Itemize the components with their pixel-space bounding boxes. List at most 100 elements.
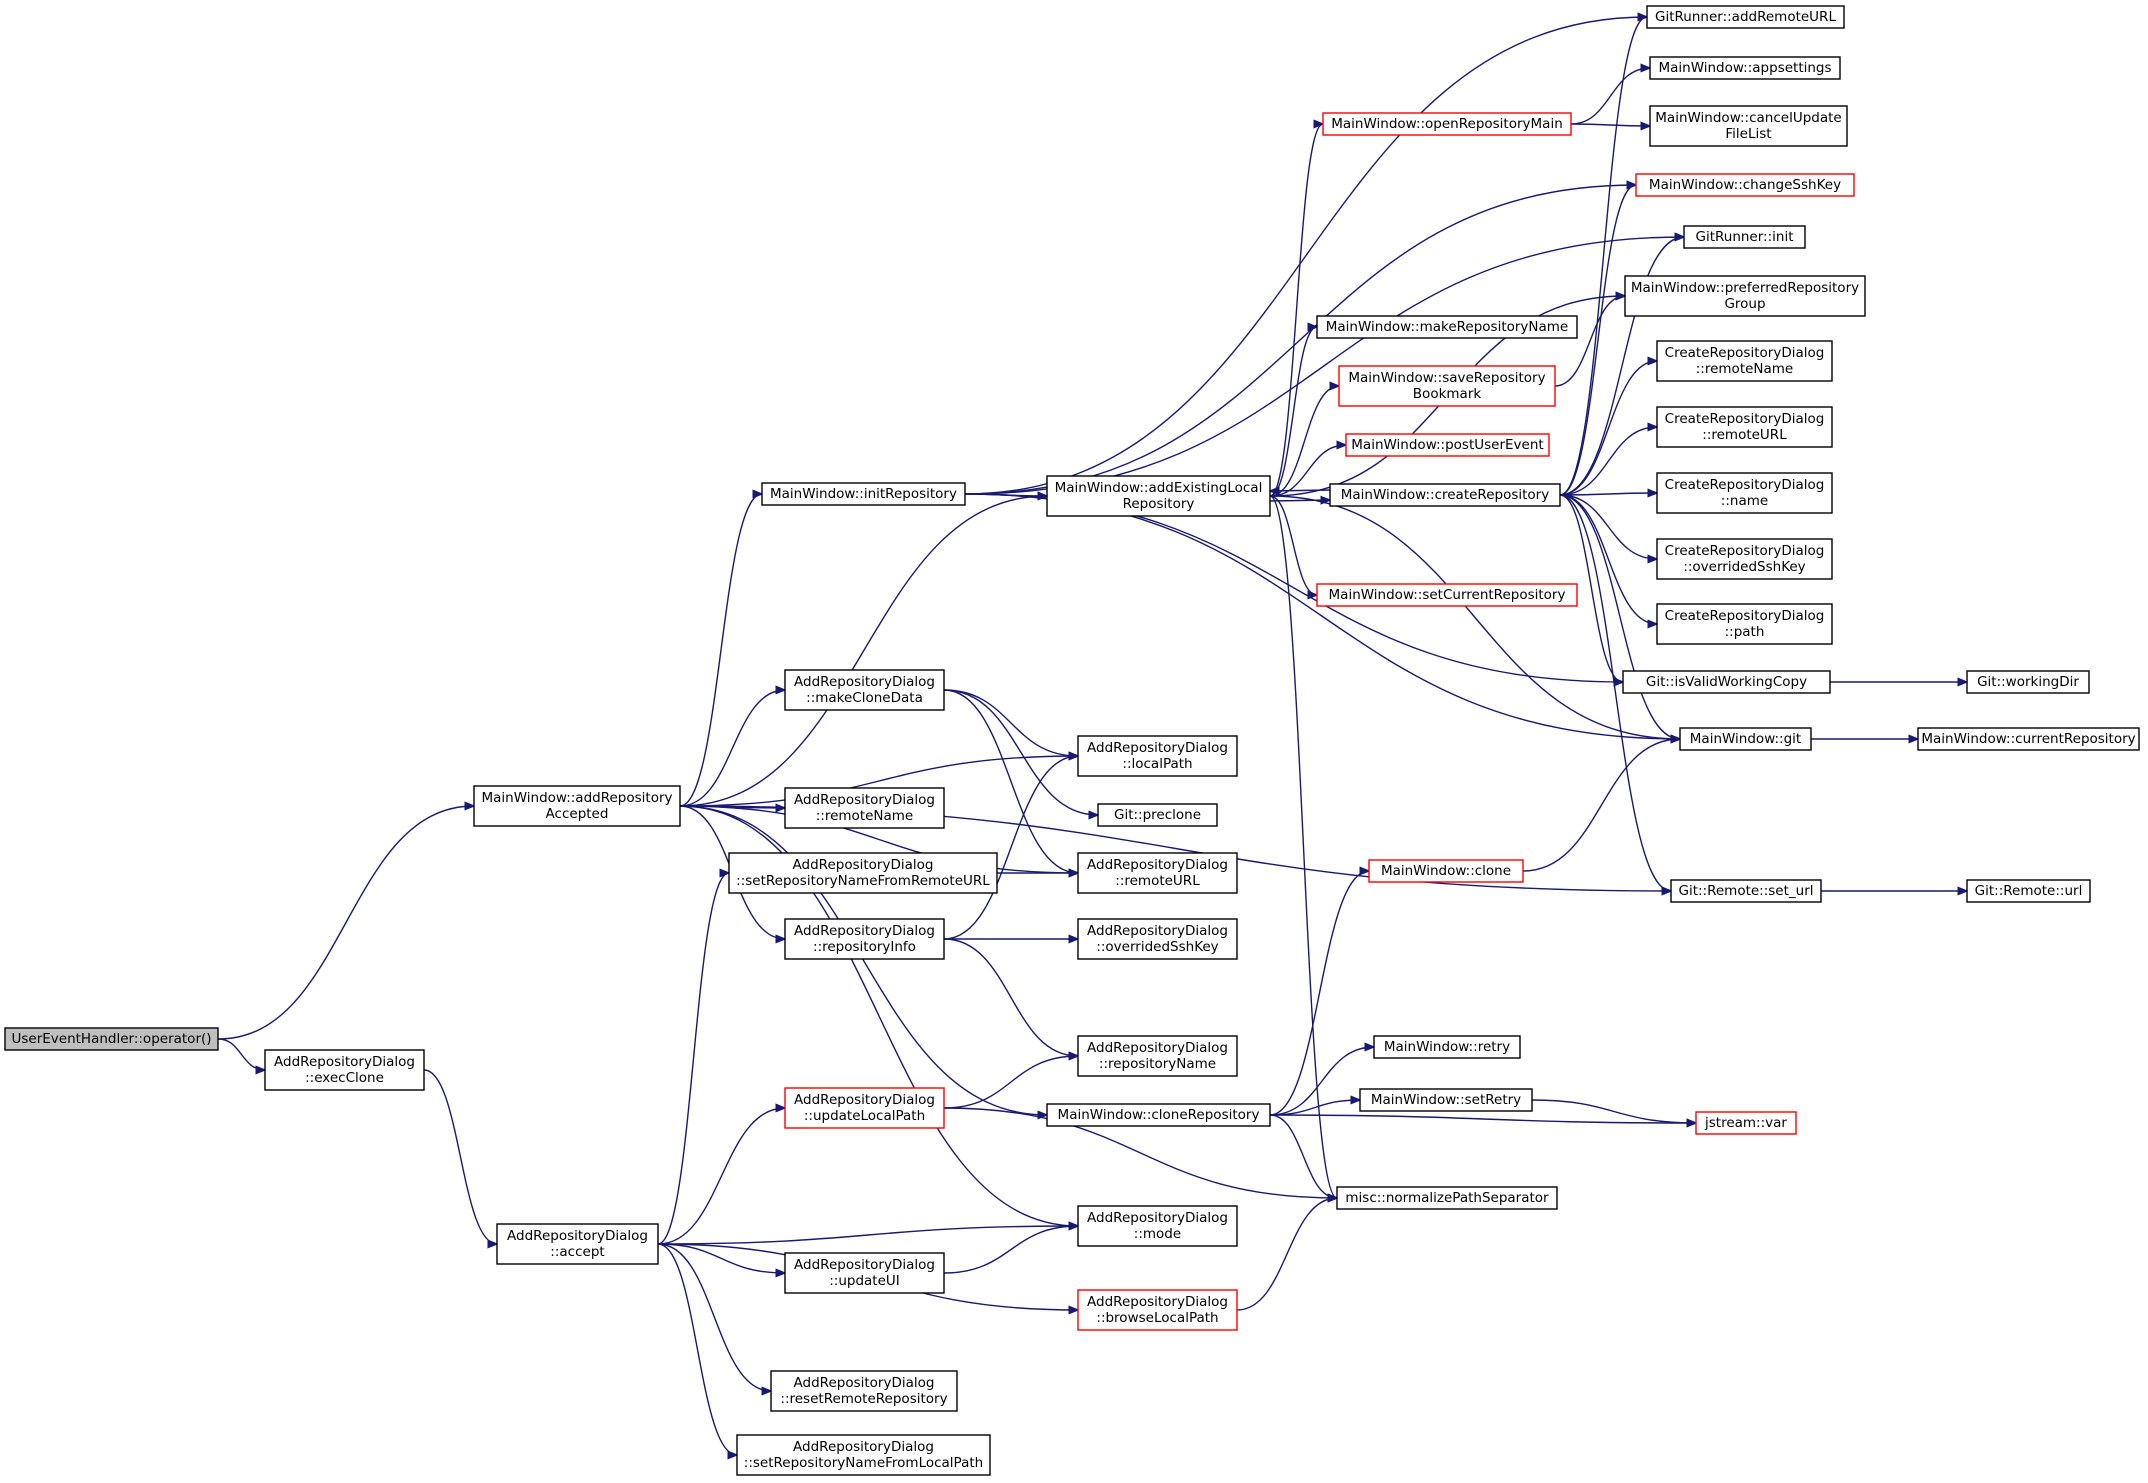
node-box[interactable] xyxy=(1316,315,1578,339)
node-dialog-overrided-ssh-key[interactable]: AddRepositoryDialog::overridedSshKey xyxy=(1077,918,1238,960)
node-post-user-event[interactable]: MainWindow::postUserEvent xyxy=(1345,433,1550,457)
node-box[interactable] xyxy=(1338,365,1556,407)
node-box[interactable] xyxy=(1046,1103,1271,1127)
node-box[interactable] xyxy=(1329,483,1561,507)
node-dialog-remote-url[interactable]: AddRepositoryDialog::remoteURL xyxy=(1077,852,1238,894)
node-box[interactable] xyxy=(1679,727,1812,751)
node-gitrunner-add-remote-url[interactable]: GitRunner::addRemoteURL xyxy=(1646,5,1845,29)
node-git-remote-set-url[interactable]: Git::Remote::set_url xyxy=(1670,879,1822,903)
node-box[interactable] xyxy=(1656,538,1833,580)
node-box[interactable] xyxy=(1077,1205,1238,1247)
node-create-dialog-overrided-ssh-key[interactable]: CreateRepositoryDialog::overridedSshKey xyxy=(1656,538,1833,580)
node-mainwindow-retry[interactable]: MainWindow::retry xyxy=(1373,1035,1521,1059)
node-box[interactable] xyxy=(1624,275,1866,317)
node-box[interactable] xyxy=(728,852,998,894)
node-box[interactable] xyxy=(1656,603,1833,645)
node-box[interactable] xyxy=(1695,1111,1797,1135)
node-create-dialog-remote-name[interactable]: CreateRepositoryDialog::remoteName xyxy=(1656,340,1833,382)
node-box[interactable] xyxy=(1077,1035,1238,1077)
node-box[interactable] xyxy=(1046,475,1271,517)
node-box[interactable] xyxy=(784,787,945,829)
node-box[interactable] xyxy=(784,1087,945,1129)
node-box[interactable] xyxy=(4,1027,219,1051)
node-create-repository[interactable]: MainWindow::createRepository xyxy=(1329,483,1561,507)
node-update-local-path[interactable]: AddRepositoryDialog::updateLocalPath xyxy=(784,1087,945,1129)
node-create-dialog-path[interactable]: CreateRepositoryDialog::path xyxy=(1656,603,1833,645)
node-box[interactable] xyxy=(1656,472,1833,514)
node-box[interactable] xyxy=(784,918,945,960)
node-current-repository[interactable]: MainWindow::currentRepository xyxy=(1917,727,2140,751)
node-update-ui[interactable]: AddRepositoryDialog::updateUI xyxy=(784,1252,945,1294)
node-box[interactable] xyxy=(1373,1035,1521,1059)
node-git-is-valid-working-copy[interactable]: Git::isValidWorkingCopy xyxy=(1622,670,1831,694)
node-reset-remote-repository[interactable]: AddRepositoryDialog::resetRemoteReposito… xyxy=(770,1370,958,1412)
node-box[interactable] xyxy=(1683,225,1806,249)
node-box[interactable] xyxy=(770,1370,958,1412)
node-git-remote-url[interactable]: Git::Remote::url xyxy=(1966,879,2091,903)
node-box[interactable] xyxy=(784,669,945,711)
node-box[interactable] xyxy=(1649,105,1848,147)
node-git-preclone[interactable]: Git::preclone xyxy=(1097,803,1218,827)
node-mainwindow-git[interactable]: MainWindow::git xyxy=(1679,727,1812,751)
node-box[interactable] xyxy=(1077,918,1238,960)
node-box[interactable] xyxy=(1622,670,1831,694)
node-git-working-dir[interactable]: Git::workingDir xyxy=(1966,670,2090,694)
node-box[interactable] xyxy=(1966,879,2091,903)
node-dialog-mode[interactable]: AddRepositoryDialog::mode xyxy=(1077,1205,1238,1247)
node-accept[interactable]: AddRepositoryDialog::accept xyxy=(496,1223,659,1265)
node-box[interactable] xyxy=(496,1223,659,1265)
node-mainwindow-appsettings[interactable]: MainWindow::appsettings xyxy=(1649,56,1841,80)
node-box[interactable] xyxy=(1336,1186,1558,1210)
node-box[interactable] xyxy=(1635,173,1855,197)
node-dialog-remote-name[interactable]: AddRepositoryDialog::remoteName xyxy=(784,787,945,829)
node-make-clone-data[interactable]: AddRepositoryDialog::makeCloneData xyxy=(784,669,945,711)
node-make-repository-name[interactable]: MainWindow::makeRepositoryName xyxy=(1316,315,1578,339)
node-gitrunner-init[interactable]: GitRunner::init xyxy=(1683,225,1806,249)
node-box[interactable] xyxy=(1649,56,1841,80)
node-box[interactable] xyxy=(761,482,966,506)
node-repository-info[interactable]: AddRepositoryDialog::repositoryInfo xyxy=(784,918,945,960)
node-mainwindow-set-retry[interactable]: MainWindow::setRetry xyxy=(1359,1088,1533,1112)
node-jstream-var[interactable]: jstream::var xyxy=(1695,1111,1797,1135)
node-change-ssh-key[interactable]: MainWindow::changeSshKey xyxy=(1635,173,1855,197)
node-set-repo-name-from-local-path[interactable]: AddRepositoryDialog::setRepositoryNameFr… xyxy=(736,1434,991,1476)
node-box[interactable] xyxy=(736,1434,991,1476)
node-mainwindow-clone[interactable]: MainWindow::clone xyxy=(1368,859,1524,883)
node-set-repo-name-from-remote-url[interactable]: AddRepositoryDialog::setRepositoryNameFr… xyxy=(728,852,998,894)
node-box[interactable] xyxy=(1368,859,1524,883)
node-create-dialog-name[interactable]: CreateRepositoryDialog::name xyxy=(1656,472,1833,514)
node-exec-clone[interactable]: AddRepositoryDialog::execClone xyxy=(264,1049,425,1091)
node-box[interactable] xyxy=(784,1252,945,1294)
node-dialog-repository-name[interactable]: AddRepositoryDialog::repositoryName xyxy=(1077,1035,1238,1077)
node-box[interactable] xyxy=(1077,852,1238,894)
node-clone-repository[interactable]: MainWindow::cloneRepository xyxy=(1046,1103,1271,1127)
node-set-current-repository[interactable]: MainWindow::setCurrentRepository xyxy=(1316,583,1578,607)
node-box[interactable] xyxy=(1670,879,1822,903)
node-user-event-handler-operator[interactable]: UserEventHandler::operator() xyxy=(4,1027,219,1051)
node-open-repository-main[interactable]: MainWindow::openRepositoryMain xyxy=(1322,112,1572,136)
node-box[interactable] xyxy=(1656,340,1833,382)
node-box[interactable] xyxy=(1646,5,1845,29)
node-box[interactable] xyxy=(1097,803,1218,827)
node-box[interactable] xyxy=(1656,406,1833,448)
node-box[interactable] xyxy=(1345,433,1550,457)
node-box[interactable] xyxy=(1077,1289,1238,1331)
node-normalize-path-separator[interactable]: misc::normalizePathSeparator xyxy=(1336,1186,1558,1210)
node-box[interactable] xyxy=(473,785,681,827)
node-box[interactable] xyxy=(1966,670,2090,694)
node-box[interactable] xyxy=(1322,112,1572,136)
node-create-dialog-remote-url[interactable]: CreateRepositoryDialog::remoteURL xyxy=(1656,406,1833,448)
node-box[interactable] xyxy=(264,1049,425,1091)
node-init-repository[interactable]: MainWindow::initRepository xyxy=(761,482,966,506)
node-box[interactable] xyxy=(1359,1088,1533,1112)
node-browse-local-path[interactable]: AddRepositoryDialog::browseLocalPath xyxy=(1077,1289,1238,1331)
node-box[interactable] xyxy=(1316,583,1578,607)
node-dialog-local-path[interactable]: AddRepositoryDialog::localPath xyxy=(1077,735,1238,777)
node-box[interactable] xyxy=(1917,727,2140,751)
node-box[interactable] xyxy=(1077,735,1238,777)
